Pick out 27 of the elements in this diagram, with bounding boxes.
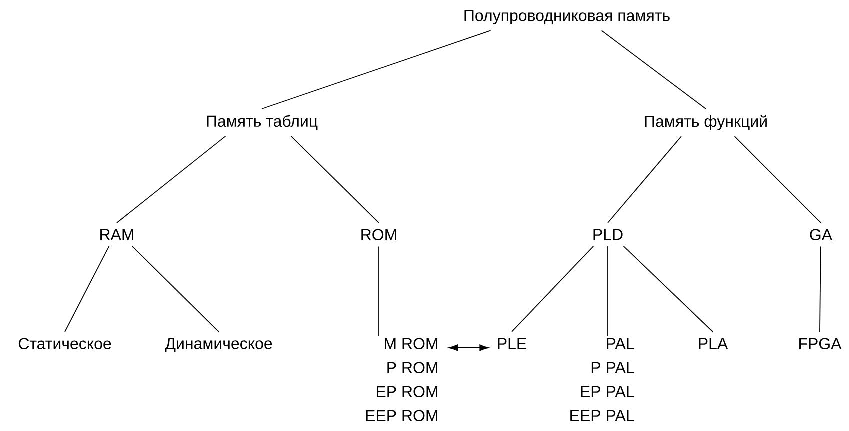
node-label: Память функций bbox=[645, 115, 767, 130]
node-label: Статическое bbox=[18, 338, 112, 350]
node-label: FPGA bbox=[800, 338, 842, 350]
node-label: ROM bbox=[362, 229, 396, 241]
node-label: PLD bbox=[594, 229, 623, 240]
connector-line bbox=[734, 136, 822, 224]
connector-line bbox=[512, 246, 594, 332]
node-label: GA bbox=[810, 229, 833, 241]
connector-line bbox=[378, 246, 380, 336]
connector-line bbox=[448, 344, 489, 352]
connector-line bbox=[132, 246, 220, 332]
connector-line bbox=[601, 30, 706, 110]
node-label: PLE bbox=[498, 338, 526, 350]
connector-line bbox=[623, 246, 714, 332]
root-label: Полупроводниковая память bbox=[464, 10, 670, 25]
connector-line bbox=[608, 136, 682, 224]
node-label: Память таблиц bbox=[207, 115, 318, 130]
connector-line bbox=[820, 246, 822, 332]
memory-type-list: PAL P PAL EP PAL EEP PAL bbox=[570, 338, 634, 422]
node-label: Динамическое bbox=[165, 338, 272, 352]
connector-line bbox=[290, 136, 380, 224]
connector-line bbox=[64, 246, 110, 332]
connector-line bbox=[262, 30, 492, 110]
connector-line bbox=[116, 136, 226, 224]
node-label: RAM bbox=[100, 229, 134, 240]
node-label: PLA bbox=[699, 338, 728, 350]
memory-type-list: M ROM P ROM EP ROM EEP ROM bbox=[366, 338, 438, 422]
